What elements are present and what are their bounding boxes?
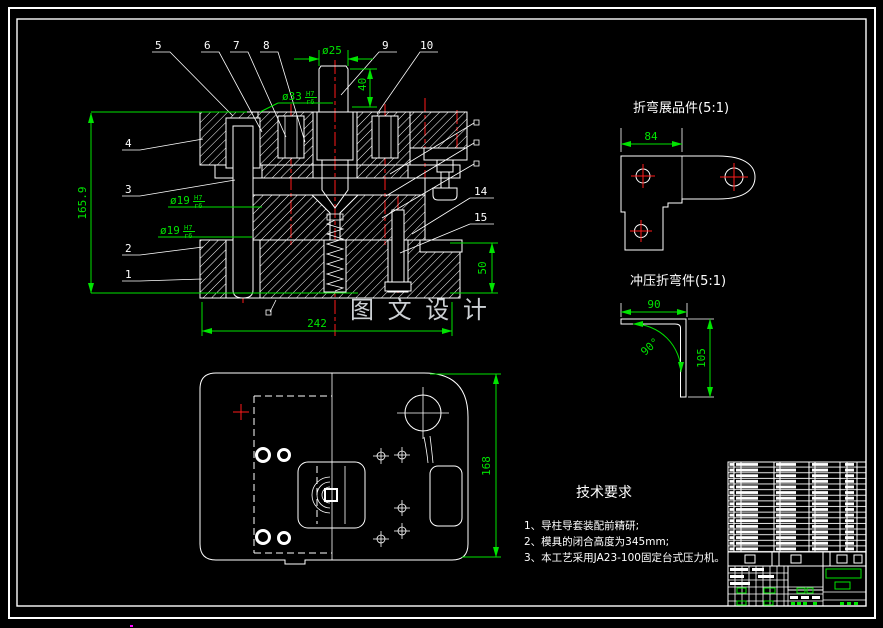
part-leaders	[122, 51, 494, 282]
tech-note-2: 2、模具的闭合高度为345mm;	[524, 535, 669, 548]
bend-part-title: 冲压折弯件(5:1)	[630, 273, 726, 289]
tech-note-3: 3、本工艺采用JA23-100固定台式压力机。	[524, 551, 725, 564]
tech-note-1: 1、导柱导套装配前精研;	[524, 519, 639, 532]
inner-contour	[423, 435, 463, 527]
pocket-dashed-outline	[253, 395, 332, 554]
svg-text:ø19: ø19	[170, 194, 190, 207]
svg-text:r6: r6	[306, 98, 314, 106]
signature-box	[787, 565, 824, 591]
shoulder-screw	[432, 159, 458, 201]
dim-base-width: 242	[201, 302, 453, 336]
svg-text:50: 50	[476, 261, 489, 274]
part-label-5: 5	[155, 39, 162, 52]
flat-pattern-outline	[620, 155, 756, 251]
svg-text:242: 242	[307, 317, 327, 330]
svg-text:40: 40	[356, 78, 369, 91]
svg-text:ø33: ø33	[282, 90, 302, 103]
dim-bushing-diameter: ø33 H7 r6	[91, 90, 333, 113]
plan-view: 168	[199, 372, 501, 565]
datum-leader-bottom	[265, 299, 277, 316]
part-label-3: 3	[125, 183, 132, 196]
revision-grid	[728, 566, 824, 606]
bom-columns	[733, 462, 858, 552]
datum-leaders-right	[381, 119, 480, 219]
svg-text:168: 168	[480, 456, 493, 476]
svg-text:84: 84	[644, 130, 658, 143]
dim-bend-angle: 90°	[632, 321, 684, 373]
guide-pillar	[225, 117, 261, 299]
dowel-holes	[373, 447, 410, 547]
svg-text:H7: H7	[306, 90, 314, 98]
stray-magenta-dot	[130, 625, 133, 627]
drawing-border	[8, 7, 876, 619]
green-stamp-marks	[736, 587, 858, 606]
part-label-14: 14	[474, 185, 488, 198]
svg-text:H7: H7	[194, 194, 202, 202]
svg-text:ø19: ø19	[160, 224, 180, 237]
section-view: 5 6 7 8 9 10 4 3 2 1 14 15 ø25 40 ø33	[76, 39, 498, 336]
dim-total-height: 165.9	[76, 112, 358, 294]
bend-part-view: 冲压折弯件(5:1) 90 105 90°	[620, 273, 726, 398]
dim-pillar-diameter-2: ø19 H7 r6	[158, 224, 252, 240]
plate-outline	[199, 372, 469, 565]
watermark-text: 图 文 设 计	[350, 296, 490, 324]
part-label-4: 4	[125, 137, 132, 150]
tech-requirements-title: 技术要求	[576, 485, 632, 501]
svg-text:r6: r6	[194, 202, 202, 210]
dim-pillar-diameter-1: ø19 H7 r6	[168, 194, 262, 210]
bend-part-outline	[620, 318, 687, 398]
dim-bend-width: 90	[620, 298, 688, 317]
svg-text:r6: r6	[184, 232, 192, 240]
tech-requirements: 技术要求 1、导柱导套装配前精研; 2、模具的闭合高度为345mm; 3、本工艺…	[524, 485, 725, 564]
dim-punch-diameter: ø25	[294, 44, 373, 66]
svg-text:90: 90	[647, 298, 660, 311]
part-label-7: 7	[233, 39, 240, 52]
part-label-9: 9	[382, 39, 389, 52]
bolt-holes	[255, 447, 291, 545]
svg-text:165.9: 165.9	[76, 186, 89, 219]
die-nest-island	[297, 461, 366, 529]
large-hole	[397, 387, 449, 439]
ejector-bolt	[384, 209, 412, 292]
bom-table	[728, 462, 866, 552]
flat-pattern-view: 折弯展品件(5:1) 84	[620, 100, 756, 251]
svg-text:105: 105	[695, 348, 708, 368]
flat-pattern-holes	[630, 163, 748, 242]
svg-text:H7: H7	[184, 224, 192, 232]
part-label-1: 1	[125, 268, 132, 281]
dim-plate-height: 168	[430, 373, 501, 558]
dim-right-height: 50	[450, 242, 498, 294]
dim-flat-width: 84	[620, 128, 683, 152]
dim-bend-height: 105	[688, 318, 714, 398]
punch-holder-plate	[214, 164, 461, 196]
part-label-8: 8	[263, 39, 270, 52]
svg-text:ø25: ø25	[322, 44, 342, 57]
flat-pattern-title: 折弯展品件(5:1)	[633, 100, 729, 116]
spring	[325, 213, 345, 292]
grid-text-bars	[730, 568, 820, 599]
drawing-number-area	[823, 568, 866, 601]
pin-bushings	[277, 115, 399, 159]
title-block	[727, 461, 867, 607]
stamp-row	[744, 552, 863, 566]
dim-punch-length: 40	[350, 68, 377, 108]
part-label-15: 15	[474, 211, 487, 224]
svg-text:90°: 90°	[638, 335, 661, 358]
red-reference-cross	[233, 404, 249, 420]
part-label-6: 6	[204, 39, 211, 52]
part-label-2: 2	[125, 242, 132, 255]
part-label-10: 10	[420, 39, 433, 52]
